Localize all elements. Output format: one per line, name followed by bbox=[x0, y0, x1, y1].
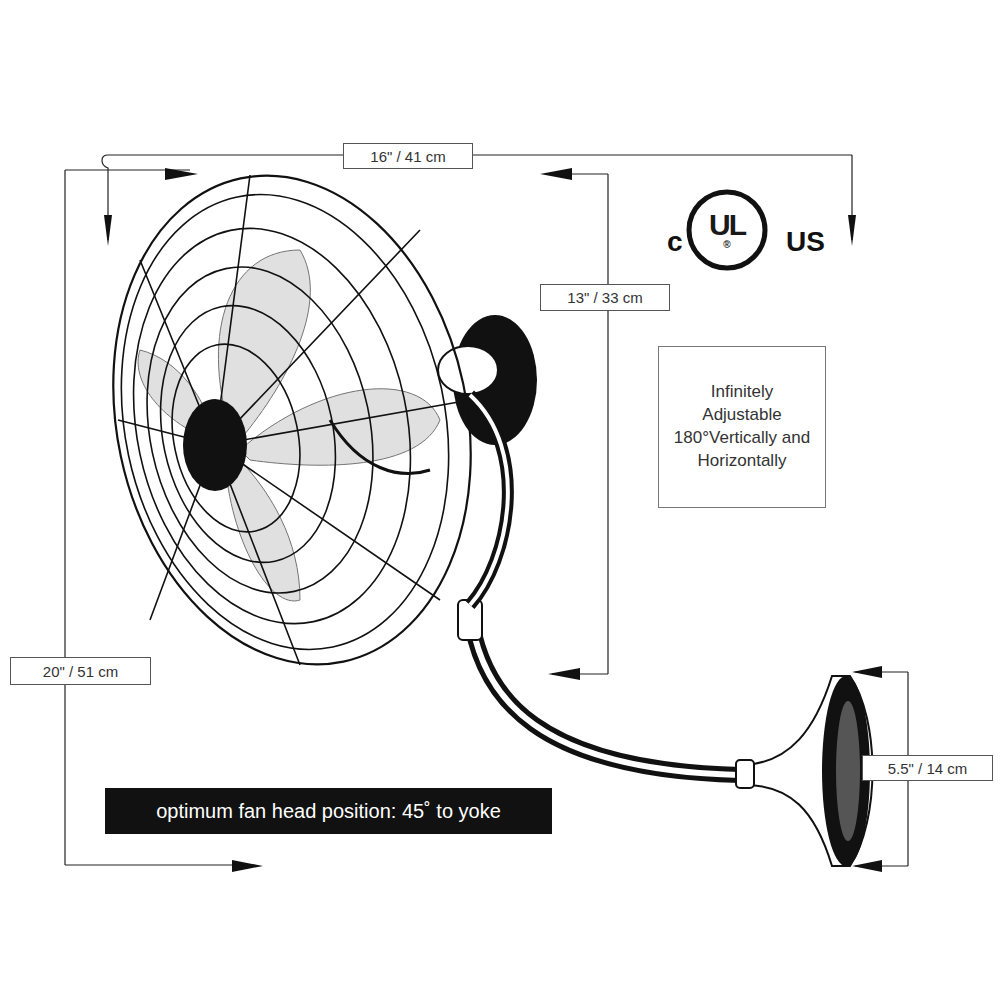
dimension-box: 5.5" / 14 cm bbox=[862, 755, 993, 781]
certification-letter: US bbox=[786, 226, 825, 258]
certification-mark: UL® bbox=[685, 188, 769, 272]
note-box: Infinitely Adjustable 180°Vertically and… bbox=[658, 346, 826, 508]
label-text: Infinitely Adjustable 180°Vertically and… bbox=[671, 381, 813, 473]
dimension-box: 16" / 41 cm bbox=[343, 143, 473, 169]
label-text: 16" / 41 cm bbox=[370, 148, 445, 165]
mark-letters: UL bbox=[709, 210, 745, 240]
label-text: 5.5" / 14 cm bbox=[888, 760, 968, 777]
registered-sign: ® bbox=[723, 240, 730, 250]
label-text: optimum fan head position: 45˚ to yoke bbox=[156, 800, 501, 823]
label-text: 20" / 51 cm bbox=[43, 663, 118, 680]
certification-letter: c bbox=[667, 226, 683, 258]
label-text: 13" / 33 cm bbox=[567, 289, 642, 306]
note-band: optimum fan head position: 45˚ to yoke bbox=[105, 788, 552, 834]
dimension-box: 20" / 51 cm bbox=[10, 657, 151, 685]
dimension-lines bbox=[65, 155, 908, 866]
dimension-arrows bbox=[104, 168, 882, 872]
dimension-box: 13" / 33 cm bbox=[540, 284, 670, 311]
